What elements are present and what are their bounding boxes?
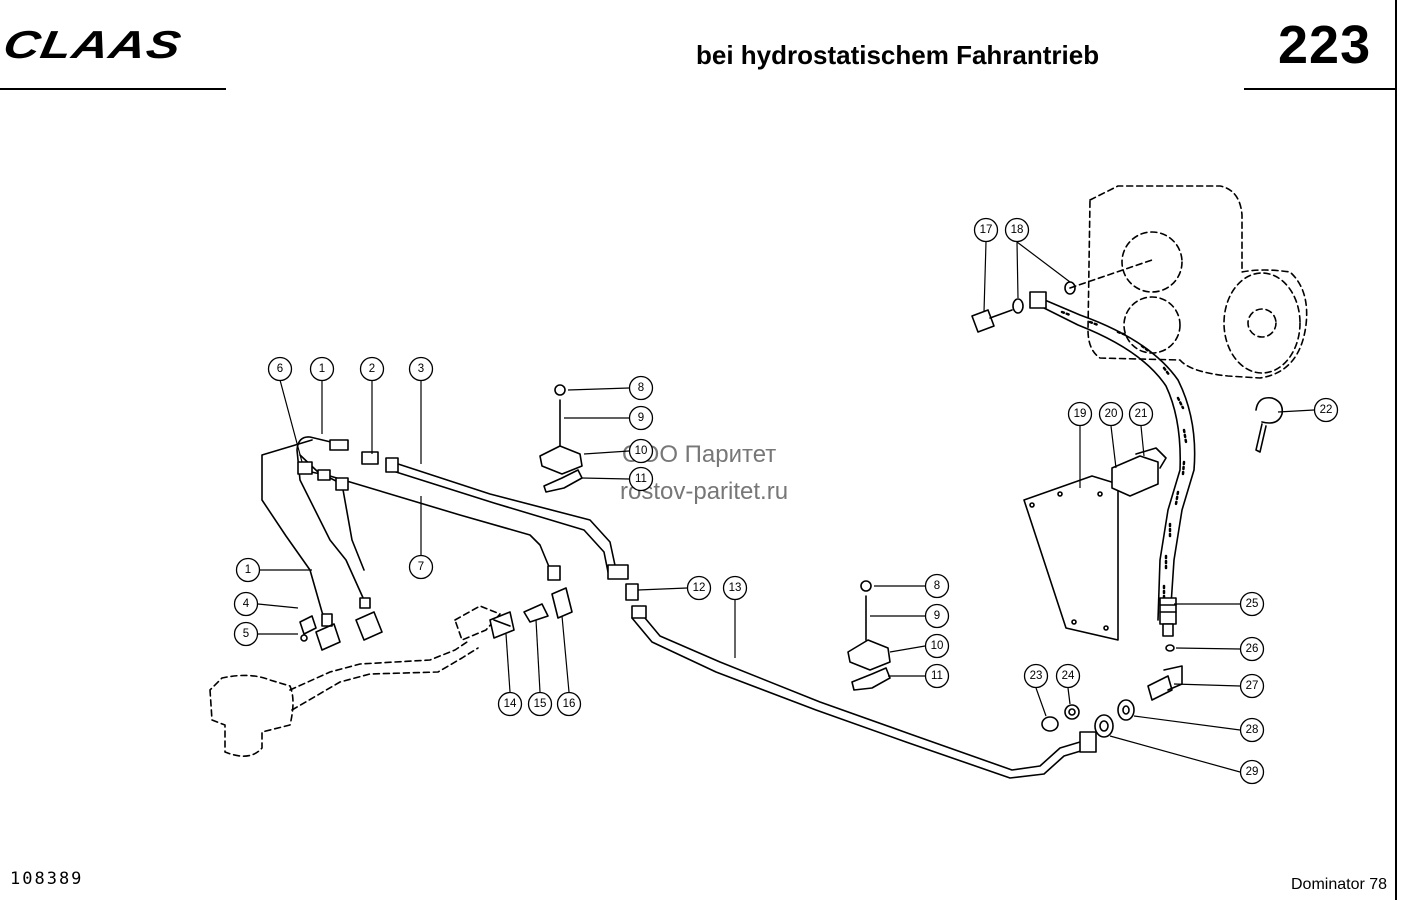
callout-9-lower: 9 — [934, 610, 940, 622]
callouts: 6 1 2 3 7 1 4 5 8 9 10 11 12 13 14 15 16… — [233, 217, 1339, 785]
frame-right-edge — [1395, 0, 1397, 900]
callout-20: 20 — [1105, 408, 1118, 420]
callout-10-lower: 10 — [931, 640, 944, 652]
callout-15: 15 — [534, 698, 547, 710]
header-rule-right — [1244, 88, 1396, 90]
hose-25 — [1039, 297, 1196, 621]
callout-26: 26 — [1246, 643, 1259, 655]
callout-21: 21 — [1135, 408, 1148, 420]
callout-12: 12 — [693, 582, 706, 594]
callout-9-upper: 9 — [638, 412, 644, 424]
hydrostatic-unit — [1069, 185, 1308, 379]
pipe-3 — [391, 461, 617, 571]
callout-4: 4 — [243, 598, 250, 610]
callout-28: 28 — [1246, 724, 1259, 736]
callout-7: 7 — [418, 561, 424, 573]
callout-1-left: 1 — [245, 564, 251, 576]
callout-16: 16 — [563, 698, 576, 710]
callout-11-upper: 11 — [635, 473, 647, 485]
callout-8-lower: 8 — [934, 580, 940, 592]
page-number: 223 — [1278, 15, 1372, 75]
callout-29: 29 — [1246, 766, 1259, 778]
callout-23: 23 — [1030, 670, 1043, 682]
callout-25: 25 — [1246, 598, 1259, 610]
callout-8-upper: 8 — [638, 382, 644, 394]
pipe-1-lower — [261, 439, 326, 621]
callout-1-top: 1 — [319, 363, 325, 375]
callout-6: 6 — [277, 363, 283, 375]
callout-5: 5 — [243, 628, 249, 640]
pipe-1-upper — [296, 436, 365, 601]
callout-24: 24 — [1062, 670, 1075, 682]
callout-11-lower: 11 — [931, 670, 943, 682]
callout-17: 17 — [980, 224, 993, 236]
callout-22: 22 — [1320, 404, 1333, 416]
pipe-13 — [639, 611, 1081, 771]
callout-14: 14 — [504, 698, 517, 710]
callout-2: 2 — [369, 363, 375, 375]
document-number: 108389 — [10, 869, 84, 889]
callout-18: 18 — [1011, 224, 1024, 236]
callout-10-upper: 10 — [635, 445, 648, 457]
model-name: Dominator 78 — [1291, 876, 1388, 893]
callout-13: 13 — [729, 582, 742, 594]
callout-27: 27 — [1246, 680, 1259, 692]
page-subtitle: bei hydrostatischem Fahrantrieb — [696, 40, 1100, 70]
callout-19: 19 — [1074, 408, 1087, 420]
header-rule-left — [0, 88, 226, 90]
callout-3: 3 — [418, 363, 424, 375]
